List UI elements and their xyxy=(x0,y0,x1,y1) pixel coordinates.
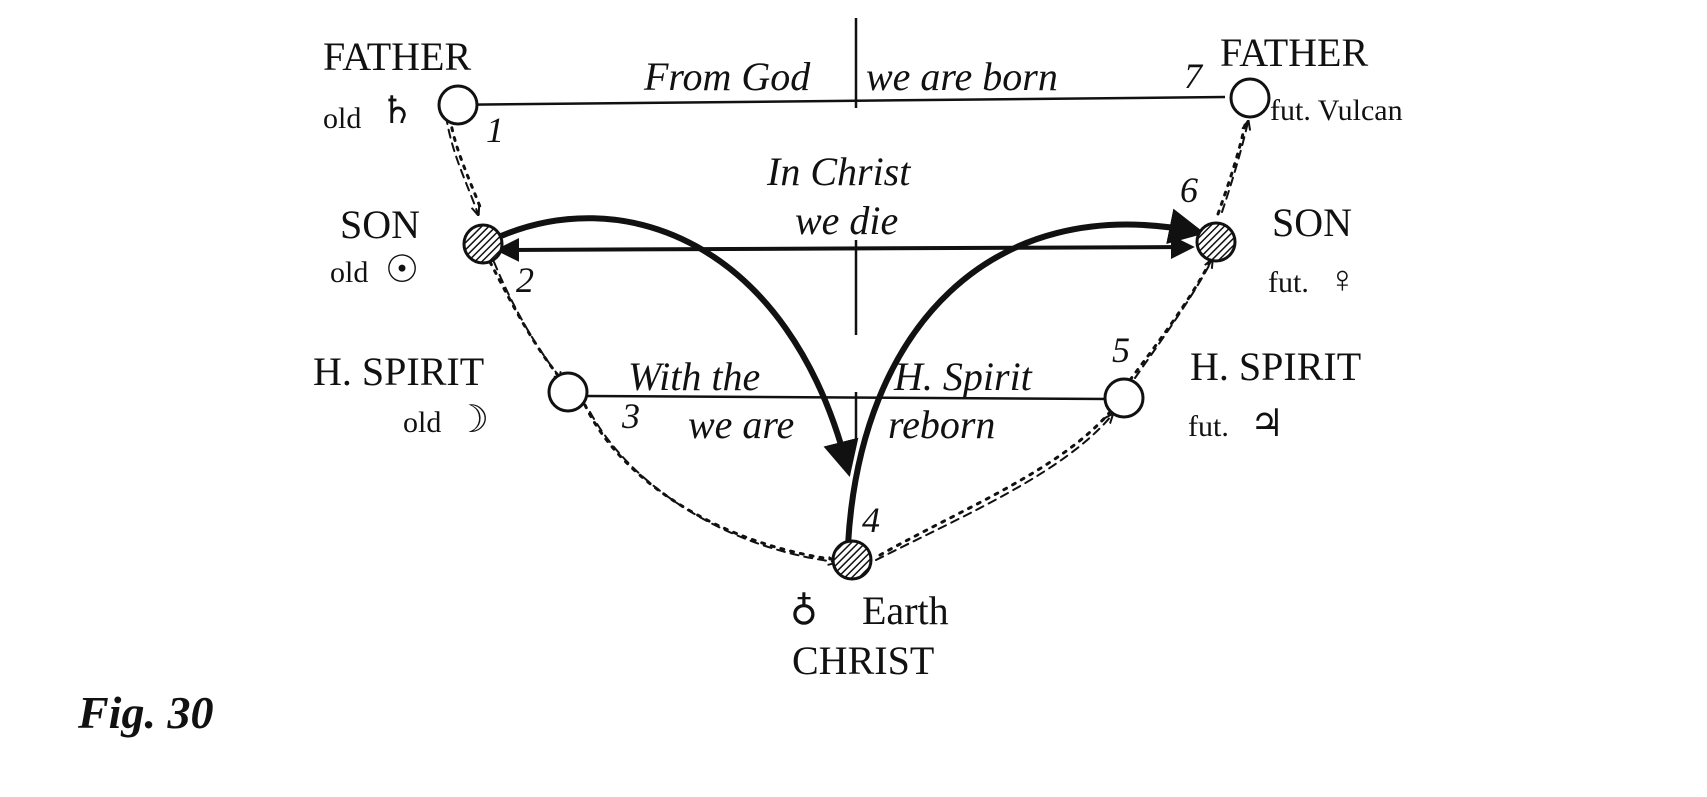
saturn-icon: ♄ xyxy=(380,90,414,132)
path-1-2-arrow xyxy=(445,115,478,214)
arc-son-old-to-christ xyxy=(489,215,859,477)
node-spirit-fut xyxy=(1103,377,1145,419)
phrase-we-die: we die xyxy=(795,198,898,243)
earth-icon: ♁ xyxy=(790,587,818,629)
son-old-sub: old xyxy=(330,256,368,289)
number-5: 5 xyxy=(1112,330,1130,370)
son-double-arrow xyxy=(495,235,1195,262)
arc-christ-to-son-fut xyxy=(845,208,1206,548)
spirit-old-sub: old xyxy=(403,406,441,439)
node-father-old xyxy=(437,84,479,126)
path-3-4-arrow xyxy=(589,411,836,562)
path-4-5 xyxy=(878,410,1112,557)
number-4: 4 xyxy=(862,500,880,540)
node-son-old xyxy=(462,223,504,265)
moon-icon: ☽ xyxy=(455,399,489,441)
father-old-sub: old xyxy=(323,102,361,135)
number-3: 3 xyxy=(621,396,640,436)
jupiter-icon: ♃ xyxy=(1250,403,1284,445)
path-1-2 xyxy=(448,116,484,214)
phrase-in-christ: In Christ xyxy=(766,149,911,194)
path-6-7 xyxy=(1216,118,1248,216)
number-1: 1 xyxy=(486,110,504,150)
spirit-old-title: H. SPIRIT xyxy=(313,349,484,394)
son-fut-title: SON xyxy=(1272,200,1352,245)
son-old-title: SON xyxy=(340,202,420,247)
path-5-6-arrow xyxy=(1134,260,1212,379)
phrase-reborn: reborn xyxy=(888,402,995,447)
earth-label: Earth xyxy=(862,588,949,633)
node-christ xyxy=(831,539,873,581)
christ-title: CHRIST xyxy=(792,638,934,683)
sun-icon: ☉ xyxy=(385,249,419,291)
father-fut-title: FATHER xyxy=(1220,30,1368,75)
spirit-line xyxy=(582,394,1111,401)
number-2: 2 xyxy=(516,260,534,300)
father-fut-sub: fut. Vulcan xyxy=(1270,94,1403,127)
number-7: 7 xyxy=(1184,56,1204,96)
son-fut-sub: fut. xyxy=(1268,266,1309,299)
spirit-fut-sub: fut. xyxy=(1188,410,1229,443)
venus-icon: ♀ xyxy=(1328,259,1357,301)
number-6: 6 xyxy=(1180,170,1198,210)
path-2-3-arrow xyxy=(493,261,562,380)
phrase-we-are-born: we are born xyxy=(866,54,1058,99)
node-son-fut xyxy=(1195,221,1237,263)
path-6-7-arrow xyxy=(1221,122,1248,213)
phrase-with-the: With the xyxy=(628,354,760,399)
node-father-fut xyxy=(1229,77,1271,119)
phrase-from-god: From God xyxy=(643,54,811,99)
node-spirit-old xyxy=(547,371,589,413)
spirit-fut-title: H. SPIRIT xyxy=(1190,344,1361,389)
father-line xyxy=(437,95,1226,107)
phrase-h-spirit: H. Spirit xyxy=(893,354,1033,399)
figure-label: Fig. 30 xyxy=(77,687,213,738)
father-old-title: FATHER xyxy=(323,34,471,79)
path-5-6 xyxy=(1128,260,1212,382)
phrase-we-are: we are xyxy=(688,402,794,447)
